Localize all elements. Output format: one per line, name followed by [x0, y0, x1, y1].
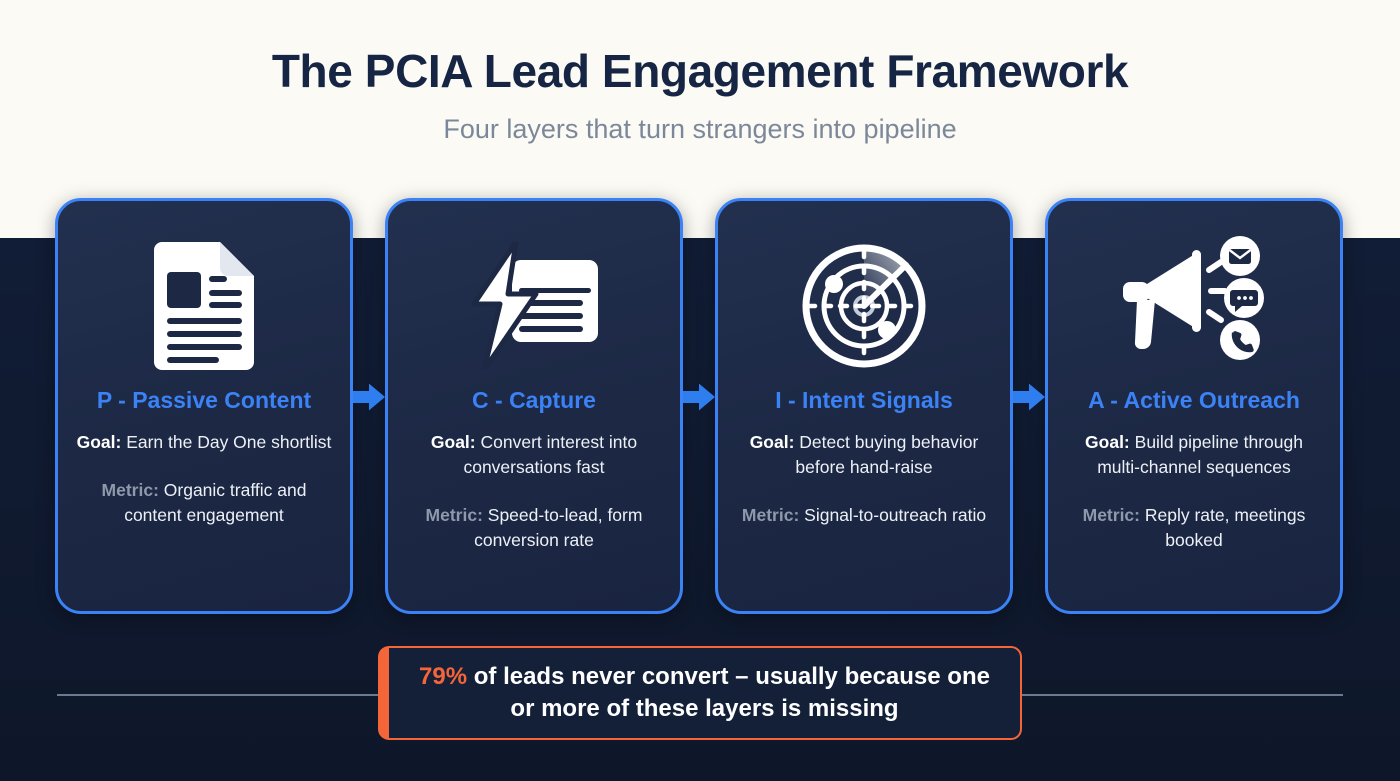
connector-1	[353, 198, 385, 614]
metric-label: Metric:	[1082, 504, 1140, 525]
document-icon	[150, 231, 258, 381]
goal-value: Convert interest into conversations fast	[463, 432, 638, 477]
megaphone-icon	[1121, 231, 1267, 381]
goal-label: Goal:	[430, 432, 476, 452]
metric-label: Metric:	[101, 479, 159, 500]
card-title: I - Intent Signals	[775, 387, 953, 413]
framework-card-capture[interactable]: C - Capture Goal: Convert interest into …	[385, 198, 683, 614]
goal-label: Goal:	[749, 432, 795, 452]
header: The PCIA Lead Engagement Framework Four …	[0, 0, 1400, 238]
card-title: A - Active Outreach	[1088, 387, 1300, 413]
card-metric-line: Metric: Speed-to-lead, form conversion r…	[406, 503, 662, 553]
callout-text: 79% of leads never convert – usually bec…	[389, 661, 1020, 724]
goal-value: Detect buying behavior before hand-raise	[795, 432, 979, 477]
card-metric-line: Metric: Organic traffic and content enga…	[76, 478, 332, 528]
connector-3	[1013, 198, 1045, 614]
metric-label: Metric:	[741, 504, 800, 525]
arrow-right-icon	[683, 383, 715, 411]
card-goal-line: Goal: Earn the Day One shortlist	[77, 430, 332, 455]
metric-value: Organic traffic and content engagement	[124, 479, 307, 525]
stat-callout-banner: 79% of leads never convert – usually bec…	[378, 646, 1022, 740]
card-title: P - Passive Content	[96, 387, 312, 413]
metric-value: Reply rate, meetings booked	[1144, 504, 1306, 550]
framework-card-active-outreach[interactable]: A - Active Outreach Goal: Build pipeline…	[1045, 198, 1343, 614]
metric-label: Metric:	[425, 504, 483, 525]
card-metric-line: Metric: Reply rate, meetings booked	[1066, 503, 1322, 553]
arrow-right-icon	[353, 383, 385, 411]
arrow-right-icon	[1013, 383, 1045, 411]
radar-icon	[798, 231, 930, 381]
card-title: C - Capture	[472, 387, 596, 413]
card-goal-line: Goal: Build pipeline through multi-chann…	[1066, 430, 1322, 480]
framework-card-intent-signals[interactable]: I - Intent Signals Goal: Detect buying b…	[715, 198, 1013, 614]
callout-body: of leads never convert – usually because…	[467, 663, 990, 722]
card-goal-line: Goal: Detect buying behavior before hand…	[736, 430, 992, 480]
framework-card-passive-content[interactable]: P - Passive Content Goal: Earn the Day O…	[55, 198, 353, 614]
metric-value: Speed-to-lead, form conversion rate	[474, 504, 643, 550]
lightning-form-icon	[466, 231, 602, 381]
goal-value: Build pipeline through multi-channel seq…	[1097, 432, 1303, 477]
goal-label: Goal:	[76, 432, 122, 452]
page-title: The PCIA Lead Engagement Framework	[271, 45, 1129, 97]
metric-value: Signal-to-outreach ratio	[804, 504, 987, 525]
goal-value: Earn the Day One shortlist	[126, 432, 332, 452]
goal-label: Goal:	[1085, 432, 1130, 452]
connector-2	[683, 198, 715, 614]
framework-card-row: P - Passive Content Goal: Earn the Day O…	[55, 198, 1345, 614]
callout-stat: 79%	[419, 663, 468, 691]
card-goal-line: Goal: Convert interest into conversation…	[406, 430, 662, 480]
page-subtitle: Four layers that turn strangers into pip…	[443, 114, 957, 144]
card-metric-line: Metric: Signal-to-outreach ratio	[742, 503, 986, 528]
